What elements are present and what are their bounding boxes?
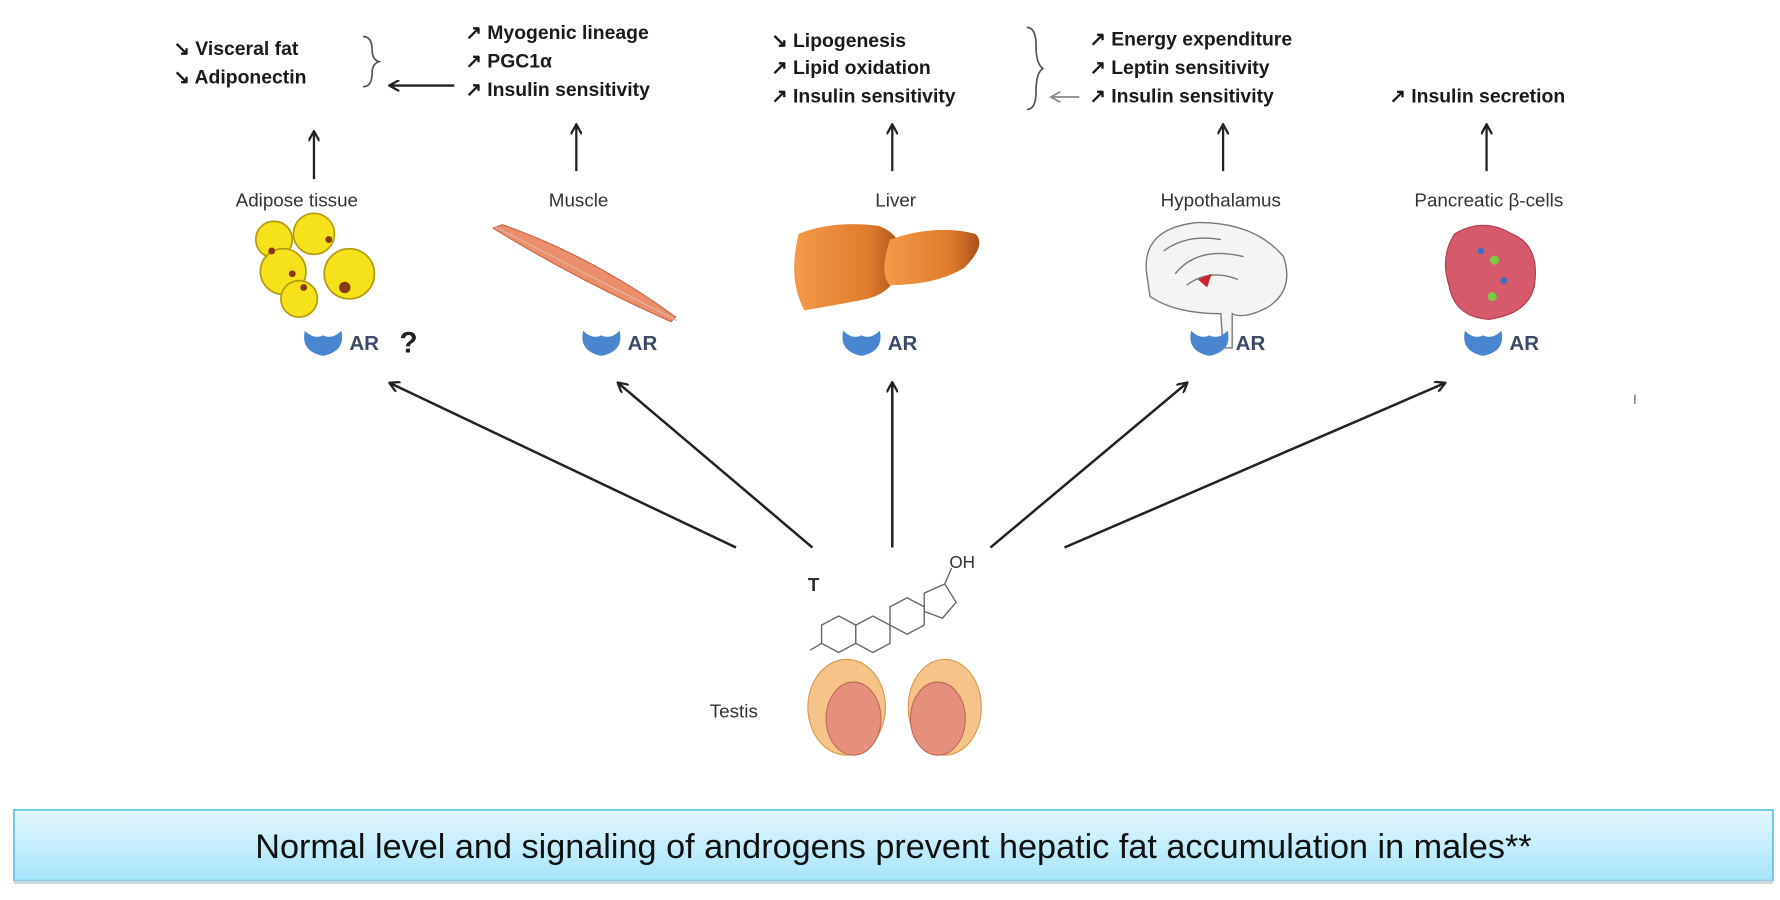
testosterone-label: T — [808, 574, 820, 595]
hypothalamus-effects: ↗ Energy expenditure ↗ Leptin sensitivit… — [1090, 29, 1293, 108]
adipose-effects: ↘ Visceral fat ↘ Adiponectin — [174, 35, 455, 89]
unknown-mark: ? — [400, 326, 418, 359]
receptor-icon — [582, 330, 621, 356]
androgen-receptor-liver: AR — [842, 330, 918, 356]
brace — [1026, 26, 1045, 111]
effect-energy-expenditure: ↗ Energy expenditure — [1090, 29, 1293, 51]
effect-insulin-sensitivity: ↗ Insulin sensitivity — [1090, 86, 1274, 108]
effect-lipid-oxidation: ↗ Lipid oxidation — [771, 57, 930, 79]
effect-insulin-sensitivity: ↗ Insulin sensitivity — [771, 86, 955, 108]
svg-text:AR: AR — [1236, 332, 1266, 355]
label-adipose-tissue: Adipose tissue — [236, 189, 358, 210]
androgen-receptor-adipose: AR ? — [304, 326, 418, 359]
brace — [362, 35, 382, 88]
svg-text:AR: AR — [888, 332, 918, 355]
receptor-icon — [304, 330, 343, 356]
effect-insulin-secretion: ↗ Insulin secretion — [1390, 86, 1566, 108]
effect-leptin-sensitivity: ↗ Leptin sensitivity — [1090, 57, 1270, 79]
label-pancreatic-beta-cells: Pancreatic β-cells — [1414, 189, 1563, 210]
testosterone-structure — [809, 567, 958, 654]
liver-effects: ↘ Lipogenesis ↗ Lipid oxidation ↗ Insuli… — [771, 26, 1080, 111]
receptor-icon — [1464, 330, 1503, 356]
effect-adiponectin: ↘ Adiponectin — [174, 66, 307, 88]
androgen-receptor-pancreas: AR — [1464, 330, 1539, 356]
effect-lipogenesis: ↘ Lipogenesis — [771, 30, 906, 52]
testis-image — [807, 658, 982, 756]
caption-box: Normal level and signaling of androgens … — [13, 809, 1774, 885]
effect-myogenic-lineage: ↗ Myogenic lineage — [466, 22, 649, 44]
pancreatic-islet-image — [1444, 224, 1536, 320]
adipose-cells-image — [254, 212, 376, 318]
caption-text: Normal level and signaling of androgens … — [255, 828, 1531, 866]
effect-insulin-sensitivity: ↗ Insulin sensitivity — [466, 79, 650, 101]
testosterone-arrows — [390, 383, 1444, 549]
hydroxyl-label: OH — [949, 553, 975, 572]
svg-text:AR: AR — [628, 332, 658, 355]
muscle-effects: ↗ Myogenic lineage ↗ PGC1α ↗ Insulin sen… — [466, 22, 650, 101]
androgen-receptor-muscle: AR — [582, 330, 658, 356]
effect-pgc1a: ↗ PGC1α — [466, 50, 552, 72]
androgen-receptor-hypothalamus: AR — [1190, 330, 1266, 356]
label-hypothalamus: Hypothalamus — [1161, 189, 1281, 210]
receptor-icon — [842, 330, 881, 356]
svg-text:AR: AR — [1509, 332, 1539, 355]
effect-visceral-fat: ↘ Visceral fat — [174, 38, 299, 60]
muscle-image — [491, 224, 677, 323]
svg-text:AR: AR — [349, 332, 379, 355]
label-liver: Liver — [875, 189, 916, 210]
liver-image — [794, 224, 980, 311]
label-testis: Testis — [710, 700, 758, 721]
label-muscle: Muscle — [549, 189, 609, 210]
brain-image — [1145, 221, 1288, 349]
organ-effect-arrows — [314, 125, 1487, 180]
